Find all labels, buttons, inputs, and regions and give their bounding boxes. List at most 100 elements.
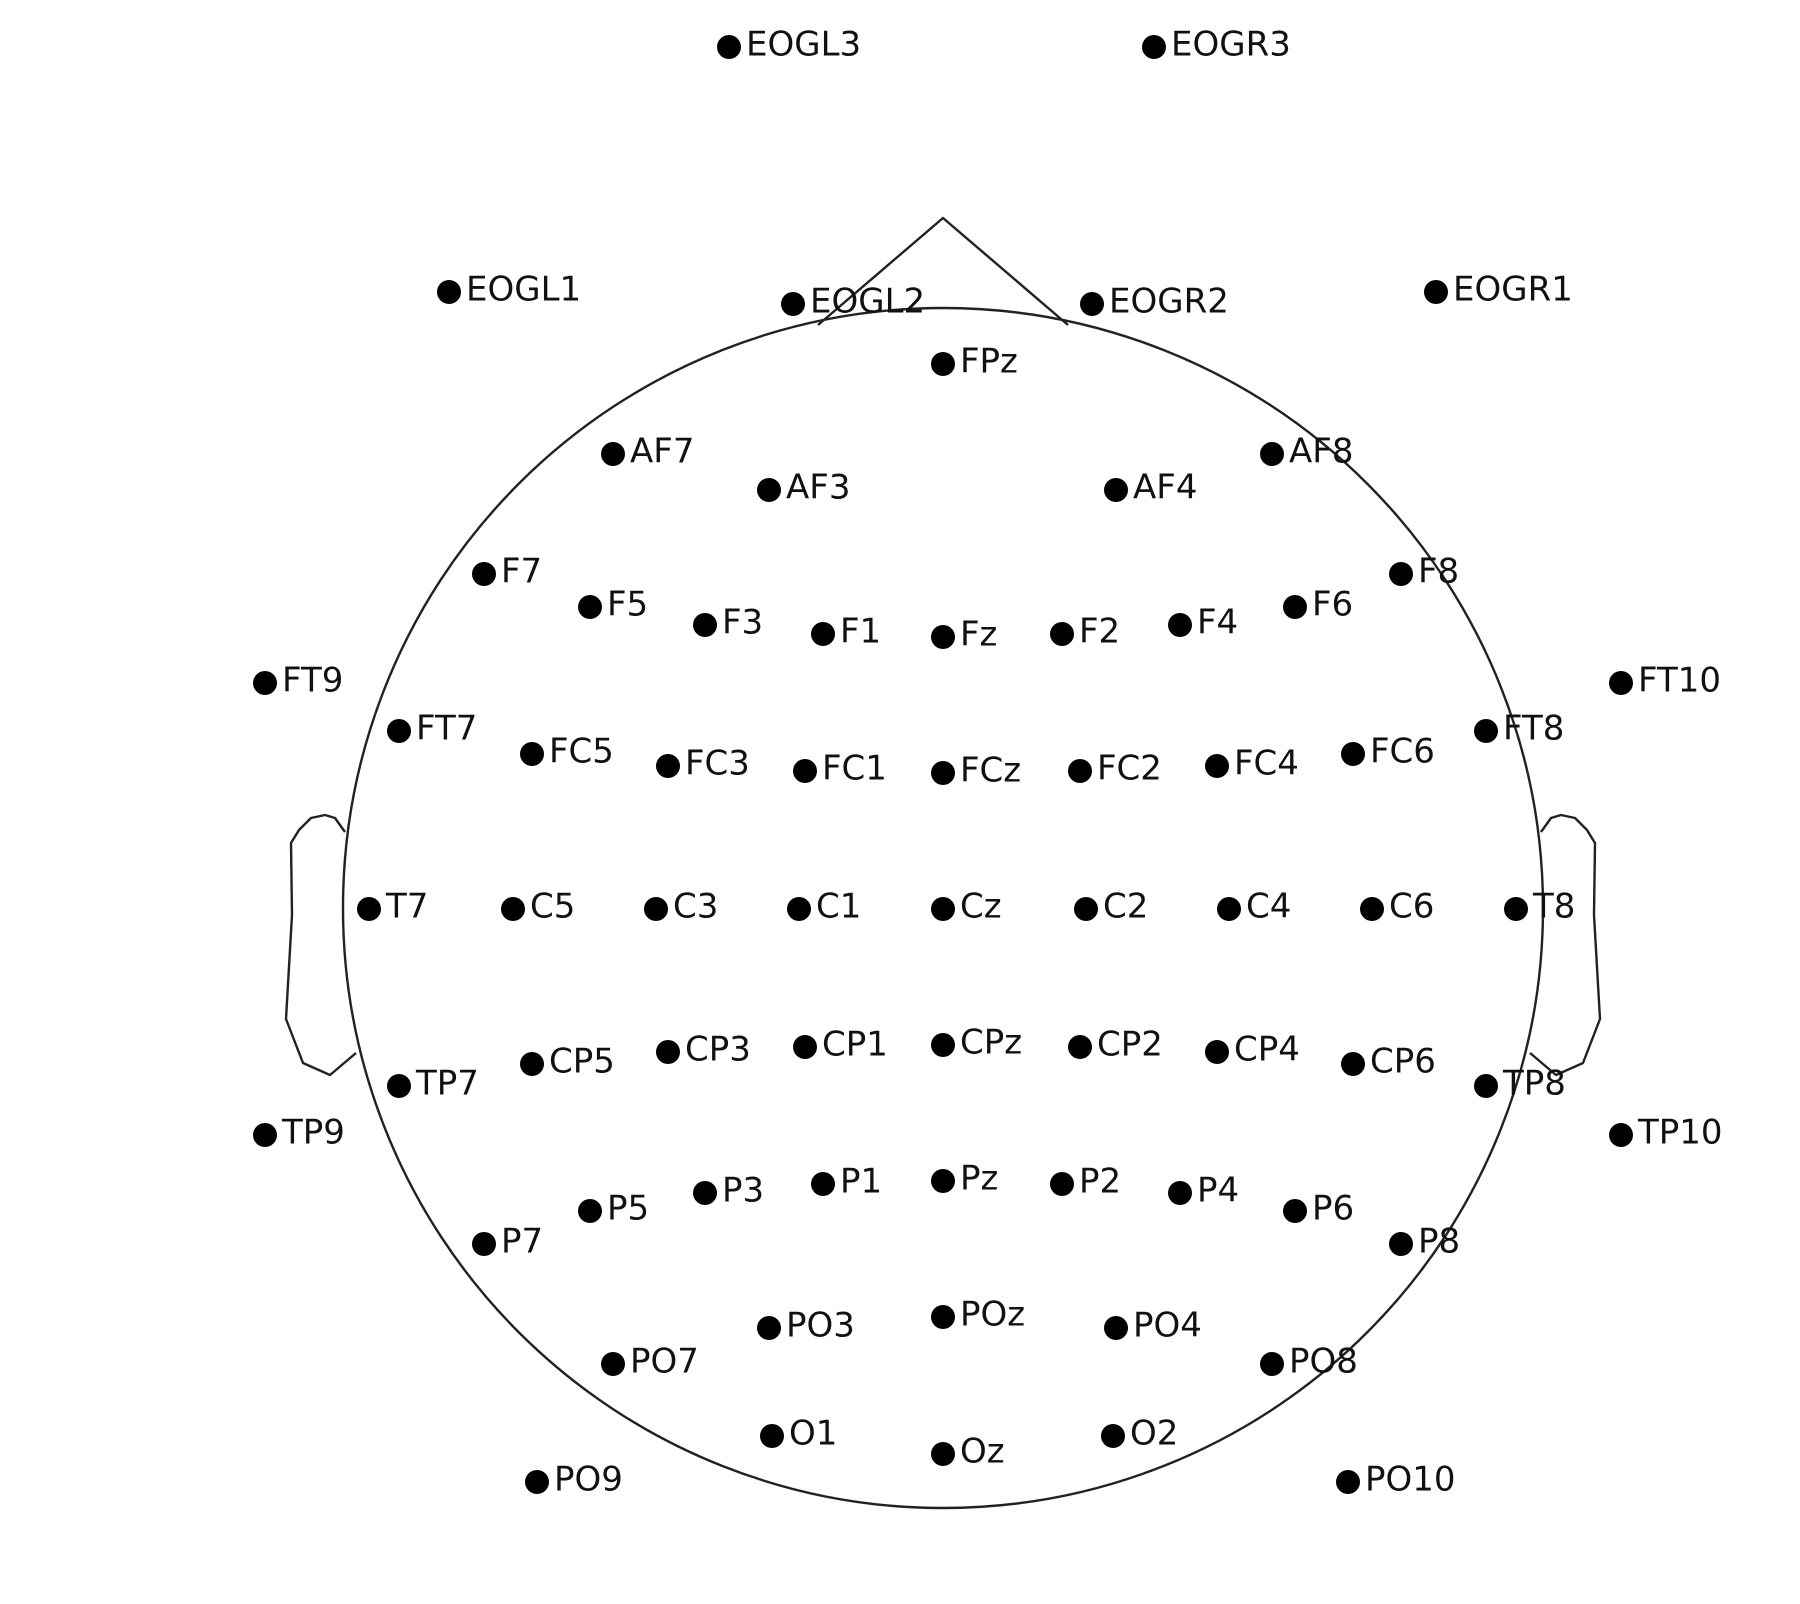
sensor-dot [1217,897,1241,921]
sensor-cz: Cz [931,887,1002,927]
sensor-dot [1389,562,1413,586]
sensor-label: FT10 [1638,661,1721,701]
sensor-dot [1474,719,1498,743]
sensor-label: EOGR3 [1171,25,1291,65]
sensor-label: F4 [1197,603,1238,643]
sensor-label: TP10 [1637,1113,1723,1153]
sensor-tp10: TP10 [1609,1113,1723,1153]
sensor-fc3: FC3 [656,744,750,784]
sensor-c1: C1 [787,887,861,927]
sensor-label: P2 [1079,1162,1121,1202]
sensor-dot [520,1052,544,1076]
sensor-dot [931,1305,955,1329]
sensor-ft7: FT7 [387,709,477,749]
sensor-label: Pz [960,1159,998,1199]
sensor-fc5: FC5 [520,732,614,772]
sensor-dot [1283,595,1307,619]
sensor-t7: T7 [357,887,428,927]
sensor-label: TP8 [1502,1064,1566,1104]
sensor-c5: C5 [501,887,575,927]
sensor-tp9: TP9 [253,1113,345,1153]
sensor-label: CP5 [549,1042,615,1082]
sensor-af8: AF8 [1260,432,1353,472]
sensor-eogl3: EOGL3 [717,25,861,65]
sensor-fc1: FC1 [793,749,887,789]
sensor-dot [1074,897,1098,921]
sensor-label: EOGL1 [466,270,581,310]
sensor-dot [781,292,805,316]
sensor-f3: F3 [693,603,763,643]
sensor-poz: POz [931,1295,1025,1335]
sensor-label: CP3 [685,1030,751,1070]
sensor-label: P1 [840,1162,882,1202]
sensor-dot [717,35,741,59]
sensor-dot [1341,1052,1365,1076]
sensor-dot [1504,897,1528,921]
sensor-f2: F2 [1050,612,1120,652]
sensor-dot [1360,897,1384,921]
sensor-o1: O1 [760,1414,837,1454]
sensor-label: FT7 [416,709,477,749]
sensor-eogl2: EOGL2 [781,282,925,322]
sensor-dot [437,280,461,304]
sensor-f7: F7 [472,552,542,592]
sensor-cp3: CP3 [656,1030,751,1070]
sensor-t8: T8 [1504,887,1575,927]
sensor-dot [787,897,811,921]
sensor-eogr1: EOGR1 [1424,270,1573,310]
sensor-label: POz [960,1295,1025,1335]
sensor-dot [931,1442,955,1466]
sensor-label: C5 [530,887,575,927]
sensor-dot [931,897,955,921]
sensor-label: C2 [1103,887,1148,927]
sensor-label: P5 [607,1189,649,1229]
sensor-dot [1142,35,1166,59]
sensor-po3: PO3 [757,1306,855,1346]
sensor-dot [472,1232,496,1256]
sensor-f1: F1 [811,612,881,652]
sensor-label: AF8 [1289,432,1353,472]
sensor-p8: P8 [1389,1222,1460,1262]
sensor-ft9: FT9 [253,661,343,701]
sensor-dot [931,352,955,376]
sensor-dot [525,1470,549,1494]
sensor-po8: PO8 [1260,1342,1358,1382]
sensor-dot [931,625,955,649]
sensor-dot [1389,1232,1413,1256]
right-ear [1529,813,1602,1077]
sensor-label: FC6 [1370,732,1435,772]
sensor-eogl1: EOGL1 [437,270,581,310]
sensor-dot [931,761,955,785]
sensor-dot [760,1424,784,1448]
sensor-dot [1609,671,1633,695]
sensor-dot [601,1352,625,1376]
sensor-po10: PO10 [1336,1460,1456,1500]
sensor-dot [811,622,835,646]
sensor-label: F1 [840,612,881,652]
sensor-af3: AF3 [757,468,850,508]
sensor-label: EOGR2 [1109,282,1229,322]
sensor-label: F8 [1418,552,1459,592]
sensor-label: EOGL3 [746,25,861,65]
sensor-label: C4 [1246,887,1291,927]
sensor-dot [1101,1424,1125,1448]
sensor-label: PO4 [1133,1306,1202,1346]
sensor-dot [601,442,625,466]
sensor-dot [387,719,411,743]
sensor-dot [1104,1316,1128,1340]
sensor-label: P6 [1312,1189,1354,1229]
sensor-fc6: FC6 [1341,732,1435,772]
sensor-f4: F4 [1168,603,1238,643]
sensor-tp8: TP8 [1474,1064,1566,1104]
sensor-label: AF4 [1133,468,1197,508]
sensor-label: P7 [501,1222,543,1262]
nose [817,216,1069,326]
sensor-label: TP7 [415,1064,479,1104]
sensor-p3: P3 [693,1171,764,1211]
sensor-dot [578,1199,602,1223]
sensor-label: Oz [960,1432,1005,1472]
sensor-label: F5 [607,585,648,625]
sensor-dot [472,562,496,586]
sensor-ft8: FT8 [1474,709,1564,749]
